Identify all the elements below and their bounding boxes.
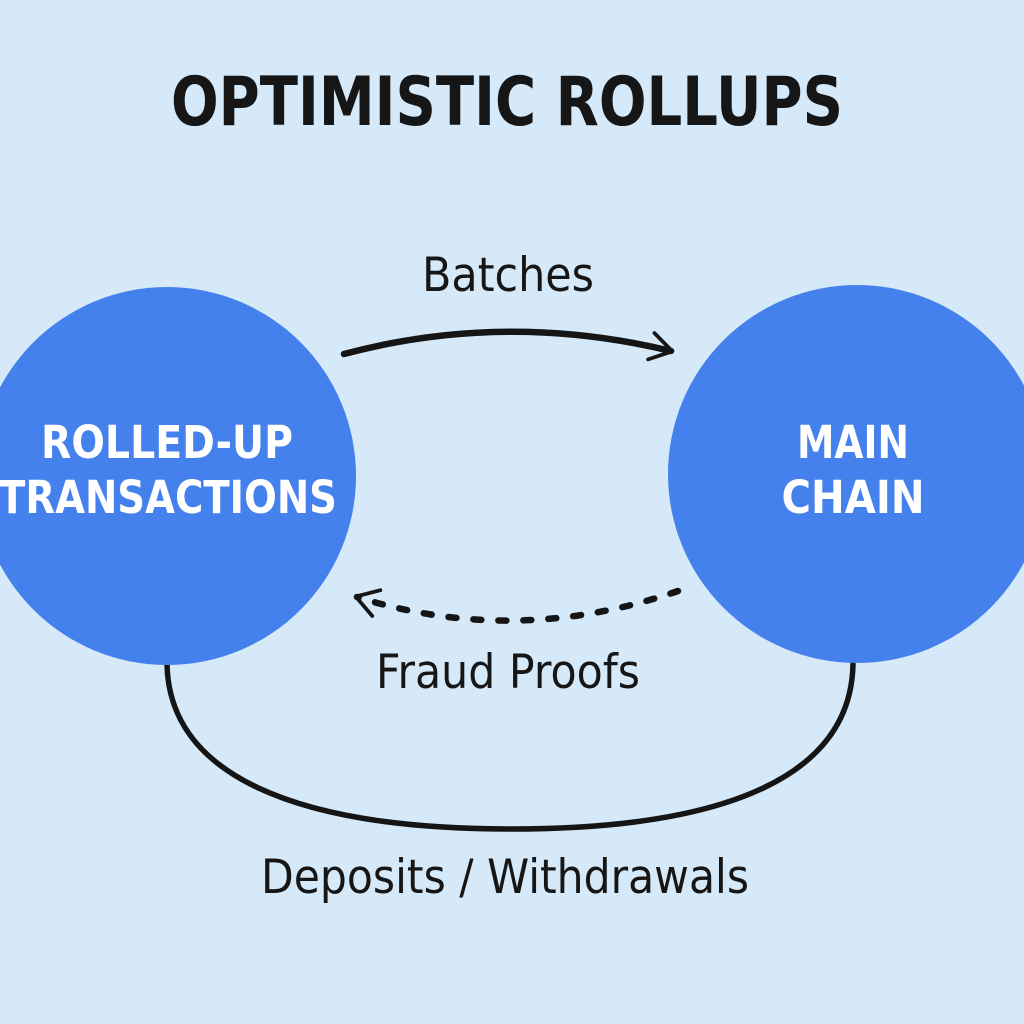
deposits-withdrawals-label: Deposits / Withdrawals [261,850,749,905]
batches-label: Batches [422,248,594,303]
main-chain-label-line1: MAIN [797,416,909,469]
rolled-up-transactions-label-line1: ROLLED-UP [41,416,293,469]
rolled-up-transactions-node [0,287,356,665]
page-title: OPTIMISTIC ROLLUPS [171,63,843,142]
main-chain-label-line2: CHAIN [782,471,925,524]
rolled-up-transactions-label-line2: TRANSACTIONS [0,471,337,524]
fraud-proofs-arrow [353,587,682,624]
batches-arrow [340,328,675,362]
deposits-withdrawals-curve [164,661,856,832]
main-chain-node [668,285,1024,663]
fraud-proofs-label: Fraud Proofs [376,645,640,700]
